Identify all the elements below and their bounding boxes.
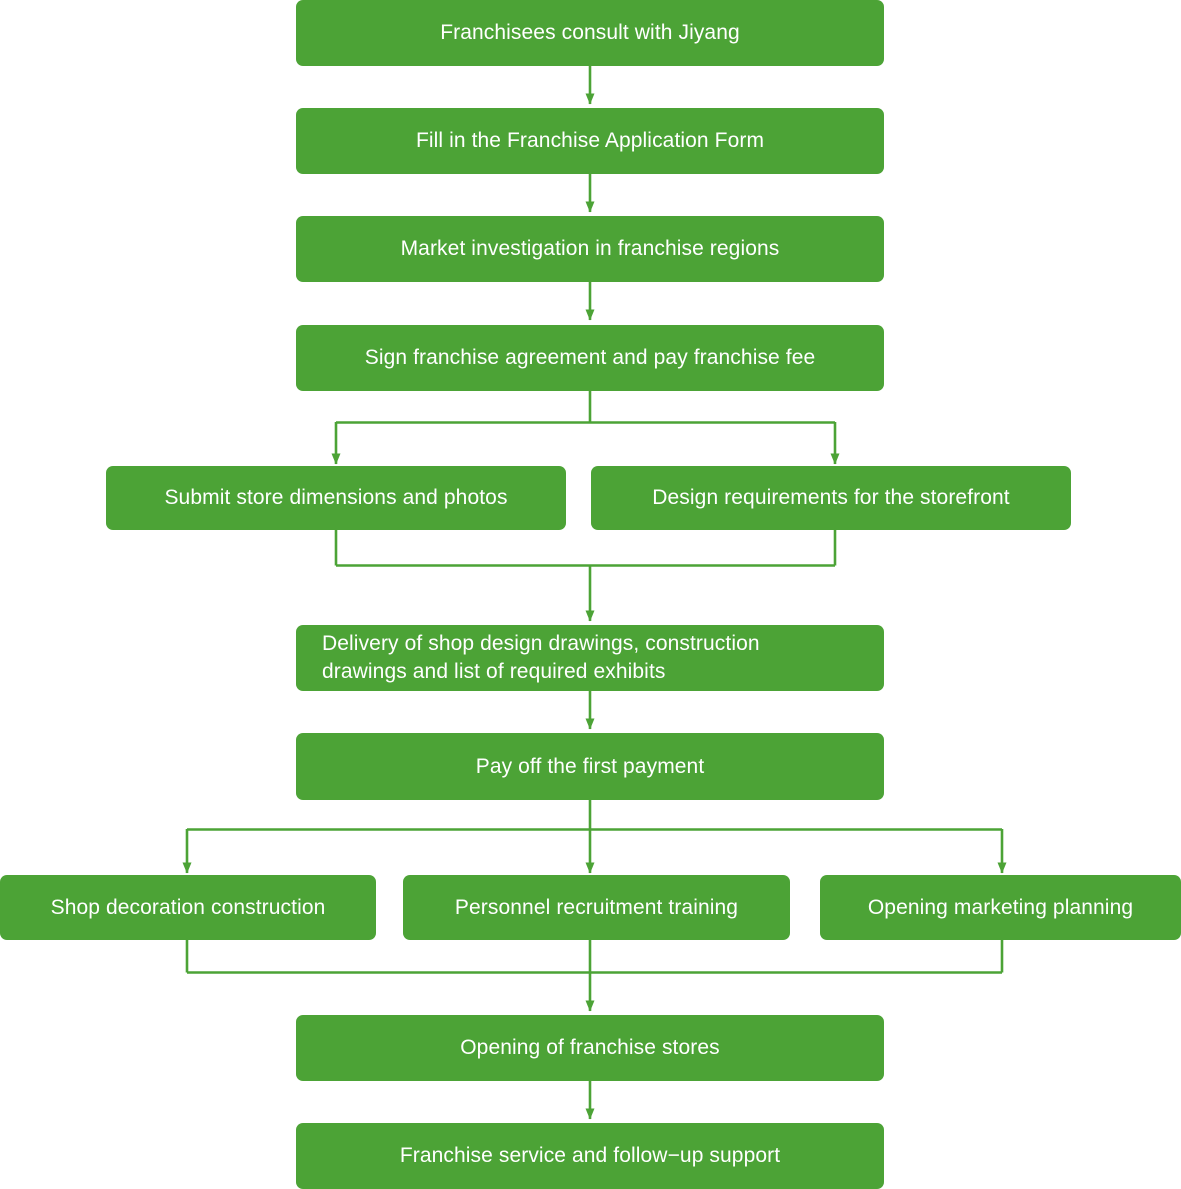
node-application-form-label: Fill in the Franchise Application Form [415,129,765,153]
node-first-payment-label: Pay off the first payment [475,754,705,778]
node-sign-agreement[interactable]: Sign franchise agreement and pay franchi… [296,325,884,391]
node-application-form[interactable]: Fill in the Franchise Application Form [296,108,884,174]
node-personnel-recruitment-label: Personnel recruitment training [454,895,739,919]
node-design-requirements-label: Design requirements for the storefront [652,486,1010,510]
node-market-investigation[interactable]: Market investigation in franchise region… [296,216,884,282]
node-opening-marketing-label: Opening marketing planning [867,895,1134,919]
node-market-investigation-label: Market investigation in franchise region… [400,237,780,261]
node-opening-stores[interactable]: Opening of franchise stores [296,1015,884,1081]
node-franchise-service-label: Franchise service and follow−up support [399,1144,781,1168]
node-first-payment[interactable]: Pay off the first payment [296,733,884,800]
node-delivery-drawings[interactable]: Delivery of shop design drawings, constr… [296,625,884,691]
node-consult[interactable]: Franchisees consult with Jiyang [296,0,884,66]
node-submit-dimensions-label: Submit store dimensions and photos [164,486,508,510]
node-franchise-service[interactable]: Franchise service and follow−up support [296,1123,884,1189]
node-opening-stores-label: Opening of franchise stores [460,1036,720,1060]
node-personnel-recruitment[interactable]: Personnel recruitment training [403,875,790,940]
node-design-requirements[interactable]: Design requirements for the storefront [591,466,1071,530]
node-sign-agreement-label: Sign franchise agreement and pay franchi… [364,346,816,370]
node-submit-dimensions[interactable]: Submit store dimensions and photos [106,466,566,530]
node-opening-marketing[interactable]: Opening marketing planning [820,875,1181,940]
node-delivery-drawings-line1: Delivery of shop design drawings, constr… [322,632,760,656]
node-shop-decoration[interactable]: Shop decoration construction [0,875,376,940]
node-delivery-drawings-line2: drawings and list of required exhibits [322,660,666,683]
node-consult-label: Franchisees consult with Jiyang [440,21,740,45]
node-delivery-drawings-label: Delivery of shop design drawings, constr… [322,630,866,685]
node-shop-decoration-label: Shop decoration construction [50,895,326,919]
